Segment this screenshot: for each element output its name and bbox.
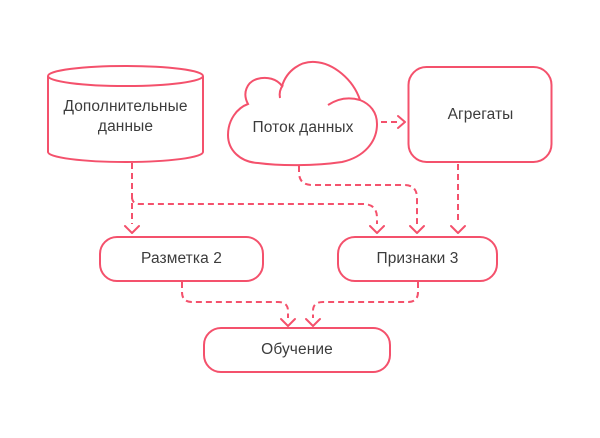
features-label: Признаки 3 <box>376 250 459 267</box>
edge-data-stream-to-features <box>298 166 425 234</box>
aggregates-label: Агрегаты <box>447 106 514 123</box>
edge-aggregates-to-features <box>450 164 466 234</box>
additional-data-node <box>47 65 204 163</box>
aggregates-node <box>407 66 553 163</box>
arrowhead-down-icon <box>280 318 296 327</box>
edge-markup-to-training <box>181 282 296 327</box>
arrowhead-down-icon <box>450 225 466 234</box>
edge-additional-data-to-features <box>131 196 385 234</box>
edge-additional-data-to-markup <box>124 163 140 234</box>
edges <box>124 115 466 327</box>
cylinder-top <box>47 65 204 87</box>
arrowhead-down-icon <box>305 318 321 327</box>
features-node <box>337 236 498 282</box>
cloud-outline <box>226 60 379 167</box>
training-node <box>203 327 391 373</box>
cylinder-body <box>47 76 204 163</box>
additional-data-label: Дополнительные данные <box>63 98 188 135</box>
arrowhead-down-icon <box>124 225 140 234</box>
data-stream-node <box>226 60 379 167</box>
training-label: Обучение <box>261 341 333 358</box>
arrowhead-down-icon <box>369 225 385 234</box>
cloud-notch-left <box>278 84 284 99</box>
data-stream-label: Поток данных <box>252 119 354 136</box>
markup-label: Разметка 2 <box>141 250 222 267</box>
edge-features-to-training <box>305 282 419 327</box>
arrowhead-right-icon <box>397 115 406 129</box>
markup-node <box>99 236 264 282</box>
arrowhead-down-icon <box>409 225 425 234</box>
cloud-notch-right <box>327 97 361 106</box>
edge-data-stream-to-aggregates <box>381 115 406 129</box>
